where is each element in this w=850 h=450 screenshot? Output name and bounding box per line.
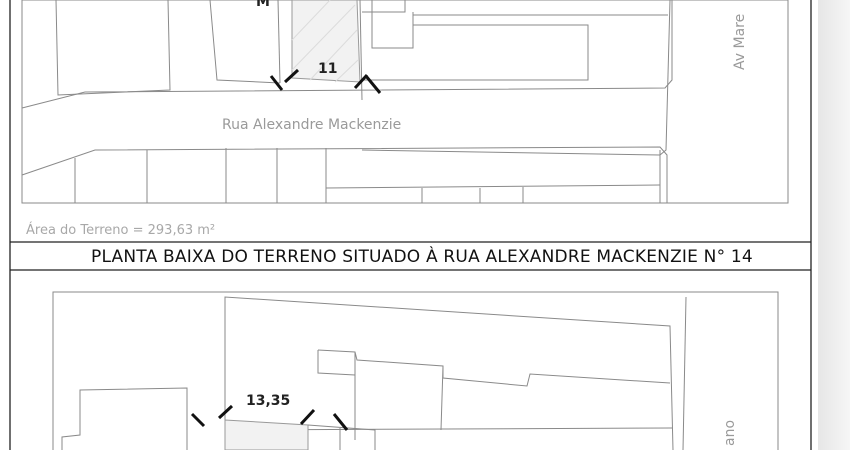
side-street-label: ano xyxy=(722,420,738,446)
upper-frontage-dimension: 11 xyxy=(318,61,337,77)
drawing-title: PLANTA BAIXA DO TERRENO SITUADO À RUA AL… xyxy=(91,245,753,267)
area-note: Área do Terreno = 293,63 m² xyxy=(26,222,215,238)
lower-plan: 13,35 ano xyxy=(52,291,779,450)
street-label: Rua Alexandre Mackenzie xyxy=(222,117,401,133)
upper-plan: 11 M Rua Alexandre Mackenzie Av Mare Áre… xyxy=(21,0,789,238)
page-edge-shadow xyxy=(818,0,850,450)
upper-lot-label: M xyxy=(256,0,270,10)
lower-frontage-dimension: 13,35 xyxy=(246,393,290,409)
sheet-frame xyxy=(9,0,812,450)
avenue-label: Av Mare xyxy=(732,14,748,70)
